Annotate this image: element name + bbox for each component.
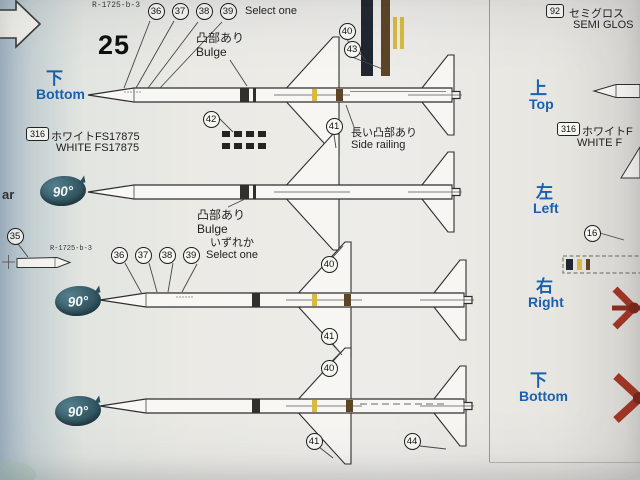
- right-partial-fin: [620, 146, 640, 179]
- red-tail-part-top: [612, 286, 640, 330]
- bulge-2-label-en: Bulge: [197, 222, 228, 236]
- callout-41-m1: 41: [325, 117, 343, 135]
- orientation-bottom-en: Bottom: [36, 86, 85, 102]
- cropped-badge-smudge: [0, 461, 36, 480]
- rotate-90-text-1: 90°: [52, 182, 74, 200]
- bulge-1-label-jp: 凸部あり: [196, 31, 245, 45]
- paint-white-right-jp: ホワイトF: [582, 126, 633, 138]
- missile-1-bands: [124, 88, 446, 102]
- callout-39-mid: 39: [182, 246, 200, 264]
- paint-white-left-en: WHITE FS17875: [56, 142, 140, 154]
- missile-2-drawing: [87, 133, 463, 251]
- orientation-bottom2-jp: 下: [530, 371, 547, 390]
- callout-38-top: 38: [195, 2, 213, 20]
- bulge-2-label-jp: 凸部あり: [197, 208, 246, 222]
- orientation-left-jp: 左: [536, 183, 553, 202]
- paint-white-right-en: WHITE F: [577, 137, 623, 149]
- callout-40-m3: 40: [320, 255, 338, 273]
- callout-35: 35: [6, 227, 24, 245]
- leader-lines: [17, 20, 625, 459]
- callout-42-m1: 42: [202, 110, 220, 128]
- select-one-top-label: Select one: [245, 5, 297, 17]
- missile-3-drawing: [99, 241, 475, 359]
- side-railing-label-jp: 長い凸部あり: [351, 127, 417, 139]
- callout-38-mid: 38: [158, 246, 176, 264]
- callout-40-m1: 40: [338, 22, 356, 40]
- callout-41-m3: 41: [320, 327, 338, 345]
- callout-37-mid: 37: [134, 246, 152, 264]
- orientation-bottom-jp: 下: [46, 69, 63, 88]
- rotate-90-text-3: 90°: [67, 402, 89, 420]
- paint-white-left-jp: ホワイトFS17875: [51, 131, 140, 143]
- missile-3-bands: [176, 293, 351, 307]
- fin-stripe-decals: [361, 0, 404, 76]
- orientation-top-en: Top: [529, 96, 554, 112]
- missile-4-bands: [252, 399, 445, 413]
- cropped-word-left: ar: [2, 187, 15, 202]
- rotate-90-text-2: 90°: [67, 292, 89, 310]
- step-number: 25: [98, 30, 131, 60]
- orientation-bottom2-en: Bottom: [519, 388, 568, 404]
- orientation-left-en: Left: [533, 200, 559, 216]
- orientation-right-en: Right: [528, 294, 564, 310]
- red-tail-part-bottom: [613, 373, 640, 423]
- paint-code-316-right: 316: [557, 122, 581, 136]
- select-one-mid-en: Select one: [206, 249, 258, 261]
- right-decal-guide: [562, 255, 640, 274]
- paint-code-92: 92: [546, 4, 565, 18]
- small-part-drawing: [2, 255, 72, 269]
- callout-16: 16: [583, 224, 601, 242]
- orientation-right-jp: 右: [536, 277, 553, 296]
- missile-2-bands: [240, 185, 256, 199]
- bulge-1-label-en: Bulge: [196, 45, 227, 59]
- callout-37-top: 37: [171, 2, 189, 20]
- right-partial-missile: [592, 83, 640, 99]
- callout-43-m1: 43: [343, 40, 361, 58]
- select-one-mid-jp: いずれか: [210, 237, 254, 249]
- callout-41-m4: 41: [305, 432, 323, 450]
- paint-code-316-left: 316: [26, 127, 50, 141]
- part-code-mid: R-1725-b-3: [50, 245, 93, 253]
- callout-40-m4: 40: [320, 359, 338, 377]
- callout-44-m4: 44: [403, 432, 421, 450]
- dashed-stripe-pattern: [222, 131, 266, 149]
- paint-semigloss-en: SEMI GLOS: [573, 19, 634, 31]
- paint-semigloss-jp: セミグロス: [569, 8, 624, 20]
- side-railing-label-en: Side railing: [351, 139, 406, 151]
- part-code-top: R-1725-b-3: [92, 1, 141, 10]
- callout-36-mid: 36: [110, 246, 128, 264]
- callout-39-top: 39: [219, 2, 237, 20]
- callout-36-top: 36: [147, 2, 165, 20]
- orientation-top-jp: 上: [530, 79, 547, 98]
- page-arrow-icon: [0, 0, 42, 49]
